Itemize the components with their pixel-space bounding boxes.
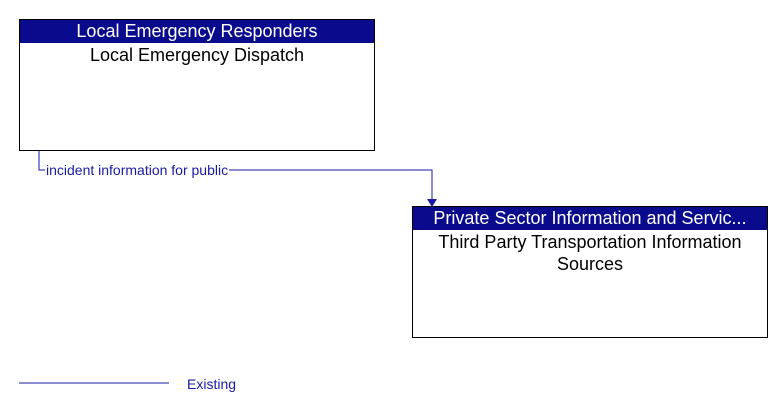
node-header-private-sector-information: Private Sector Information and Servic... (413, 207, 767, 230)
node-title-third-party-transportation-information-sources: Third Party Transportation Information S… (438, 232, 742, 274)
node-local-emergency-dispatch[interactable]: Local Emergency Responders Local Emergen… (19, 19, 375, 151)
node-third-party-transportation-information-sources[interactable]: Private Sector Information and Servic...… (412, 206, 768, 338)
legend-existing-label: Existing (187, 376, 237, 392)
node-title-local-emergency-dispatch: Local Emergency Dispatch (89, 45, 305, 65)
flow-label-incident-information-for-public[interactable]: incident information for public (45, 162, 230, 178)
node-header-local-emergency-responders: Local Emergency Responders (20, 20, 374, 43)
